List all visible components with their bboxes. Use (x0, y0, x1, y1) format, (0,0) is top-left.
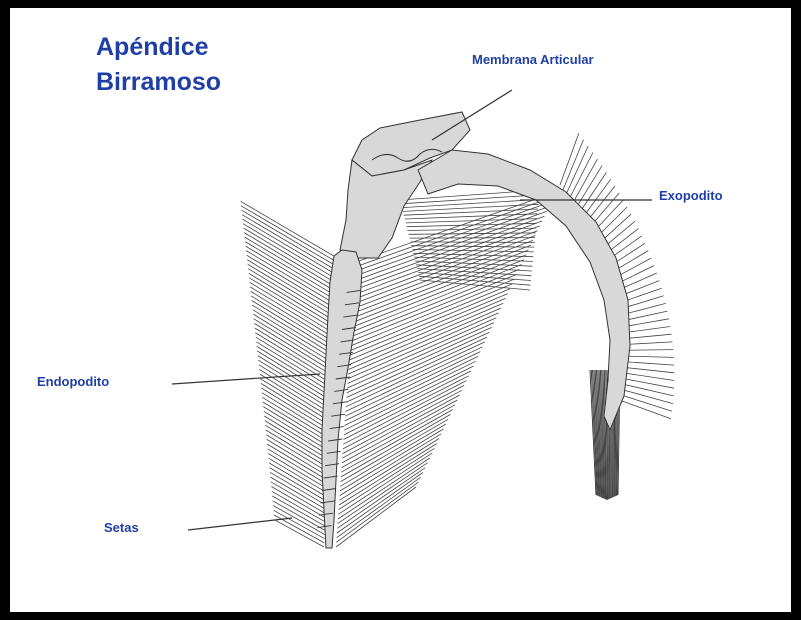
seta (251, 291, 339, 344)
seta (253, 310, 337, 361)
seta (568, 153, 593, 202)
diagram-title-line-1: Apéndice (96, 32, 209, 62)
seta (274, 510, 325, 538)
protopod-shape (340, 160, 432, 258)
seta (259, 365, 334, 411)
seta (270, 468, 328, 502)
seta (253, 314, 336, 365)
seta (246, 246, 342, 303)
label-endopodito: Endopodito (37, 374, 109, 390)
seta (273, 506, 325, 535)
seta (269, 463, 327, 498)
seta (620, 389, 673, 404)
seta (247, 255, 341, 311)
label-exopodito: Exopodito (659, 188, 723, 204)
seta (273, 501, 326, 531)
seta (259, 370, 333, 415)
seta (252, 305, 337, 357)
seta (246, 251, 341, 308)
seta (258, 356, 334, 403)
seta (565, 146, 588, 196)
seta (244, 228, 343, 287)
endopodito-leader-line (172, 374, 320, 384)
seta (254, 319, 337, 370)
seta (251, 296, 338, 349)
seta (265, 425, 330, 464)
seta (401, 195, 540, 204)
seta (419, 276, 531, 285)
seta (275, 520, 325, 547)
label-membrana-articular: Membrana Articular (472, 52, 594, 68)
seta (250, 287, 338, 341)
seta (563, 140, 584, 191)
seta (260, 379, 332, 423)
seta (247, 260, 340, 316)
seta (245, 242, 341, 300)
seta (257, 351, 334, 398)
seta (262, 397, 331, 439)
seta (250, 282, 339, 336)
seta (265, 421, 330, 461)
seta (269, 458, 328, 493)
seta (620, 384, 674, 396)
diagram-title-line-2: Birramoso (96, 67, 221, 97)
seta (411, 246, 534, 247)
seta (402, 200, 539, 208)
seta (264, 411, 331, 452)
seta (270, 472, 327, 505)
label-setas: Setas (104, 520, 139, 536)
seta (264, 416, 330, 456)
seta (245, 237, 342, 295)
seta (411, 242, 535, 243)
seta (420, 280, 530, 290)
seta (260, 374, 333, 419)
seta (263, 407, 331, 448)
seta (244, 233, 342, 291)
seta (258, 360, 334, 406)
seta (410, 238, 536, 239)
setas-leader-line (188, 518, 292, 530)
seta (263, 402, 331, 444)
seta (560, 133, 579, 185)
seta (403, 204, 539, 211)
seta (252, 301, 338, 353)
seta (271, 477, 327, 510)
